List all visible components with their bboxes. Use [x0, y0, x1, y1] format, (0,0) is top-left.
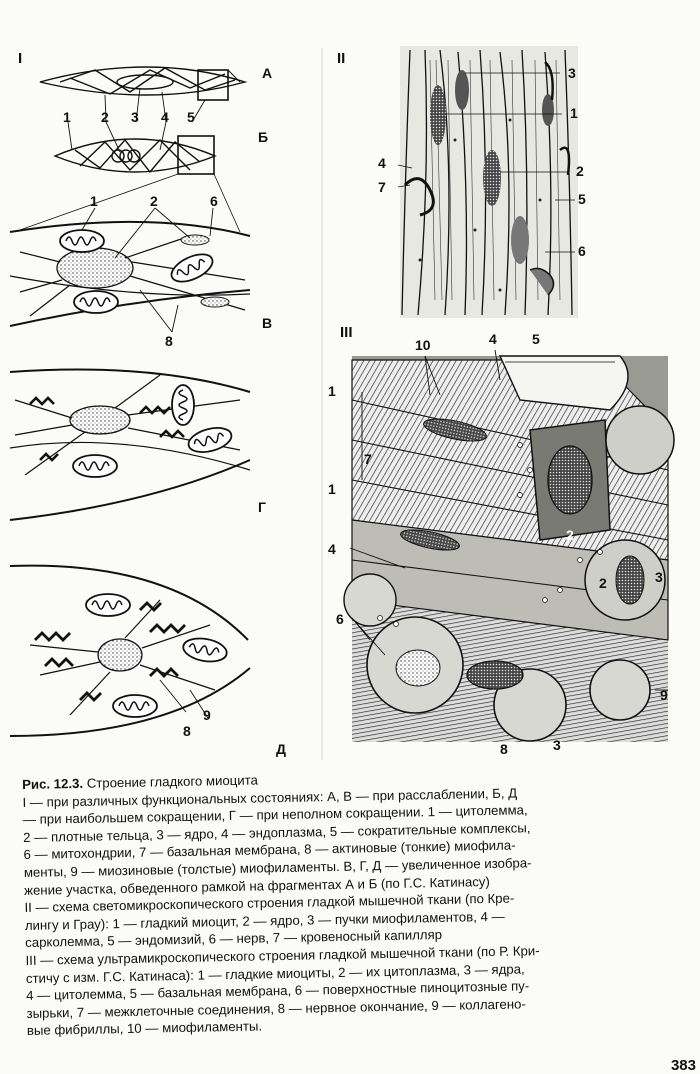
- section-label-I: I: [18, 50, 23, 67]
- page-number: 383: [670, 1057, 696, 1074]
- II-label-4: 4: [378, 155, 386, 171]
- III-label-9: 9: [660, 687, 668, 703]
- V-label-8: 8: [165, 333, 173, 349]
- I-label-3: 3: [131, 109, 139, 125]
- caption-figure-title: Строение гладкого миоцита: [86, 772, 258, 791]
- III-label-8: 8: [500, 741, 508, 757]
- V-label-6: 6: [210, 193, 218, 209]
- II-label-5: 5: [578, 191, 586, 207]
- panel-II-drawing: [397, 46, 578, 318]
- III-label-2b: 2: [599, 575, 607, 591]
- III-label-1a: 1: [328, 383, 336, 399]
- II-label-3: 3: [568, 65, 576, 81]
- D-label-9: 9: [203, 707, 211, 723]
- III-label-1b: 1: [328, 481, 336, 497]
- panel-I-B-cell: [53, 135, 217, 175]
- figure-drawing: [9, 46, 675, 760]
- III-label-2a: 2: [566, 527, 574, 543]
- panel-III-drawing: [343, 349, 675, 742]
- III-label-3b: 3: [553, 737, 561, 753]
- I-label-2: 2: [101, 109, 109, 125]
- V-label-2: 2: [150, 193, 158, 209]
- figure-caption: Рис. 12.3. Строение гладкого миоцита I —…: [22, 763, 689, 1040]
- III-label-3a: 3: [655, 569, 663, 585]
- panel-I-G: [9, 368, 251, 521]
- panel-label-A: А: [262, 65, 273, 81]
- figure-12-3: I II III А Б В Г Д 1 2 3 4 5 1 2 6 8 9 8…: [9, 46, 675, 760]
- III-label-4a: 4: [489, 331, 497, 347]
- panel-label-D: Д: [276, 741, 286, 757]
- I-label-4: 4: [161, 109, 169, 125]
- section-label-II: II: [337, 50, 346, 67]
- D-label-8: 8: [183, 723, 191, 739]
- II-label-2: 2: [576, 163, 584, 179]
- caption-figure-number: Рис. 12.3.: [22, 775, 84, 792]
- II-label-7: 7: [378, 179, 386, 195]
- III-label-5: 5: [532, 331, 540, 347]
- III-label-4b: 4: [328, 541, 336, 557]
- I-label-1: 1: [63, 109, 71, 125]
- V-label-1: 1: [90, 193, 98, 209]
- I-label-5: 5: [187, 109, 195, 125]
- III-label-10: 10: [415, 337, 431, 353]
- section-label-III: III: [340, 324, 353, 341]
- panel-I-V: [9, 220, 251, 327]
- III-label-7: 7: [364, 451, 372, 467]
- II-label-1: 1: [570, 105, 578, 121]
- II-label-6: 6: [578, 243, 586, 259]
- panel-label-V: В: [262, 315, 273, 331]
- panel-label-B: Б: [258, 129, 269, 145]
- panel-I-A-cell: [39, 66, 248, 101]
- panel-I-D: [9, 564, 251, 737]
- III-label-6: 6: [336, 611, 344, 627]
- panel-label-G: Г: [258, 499, 266, 515]
